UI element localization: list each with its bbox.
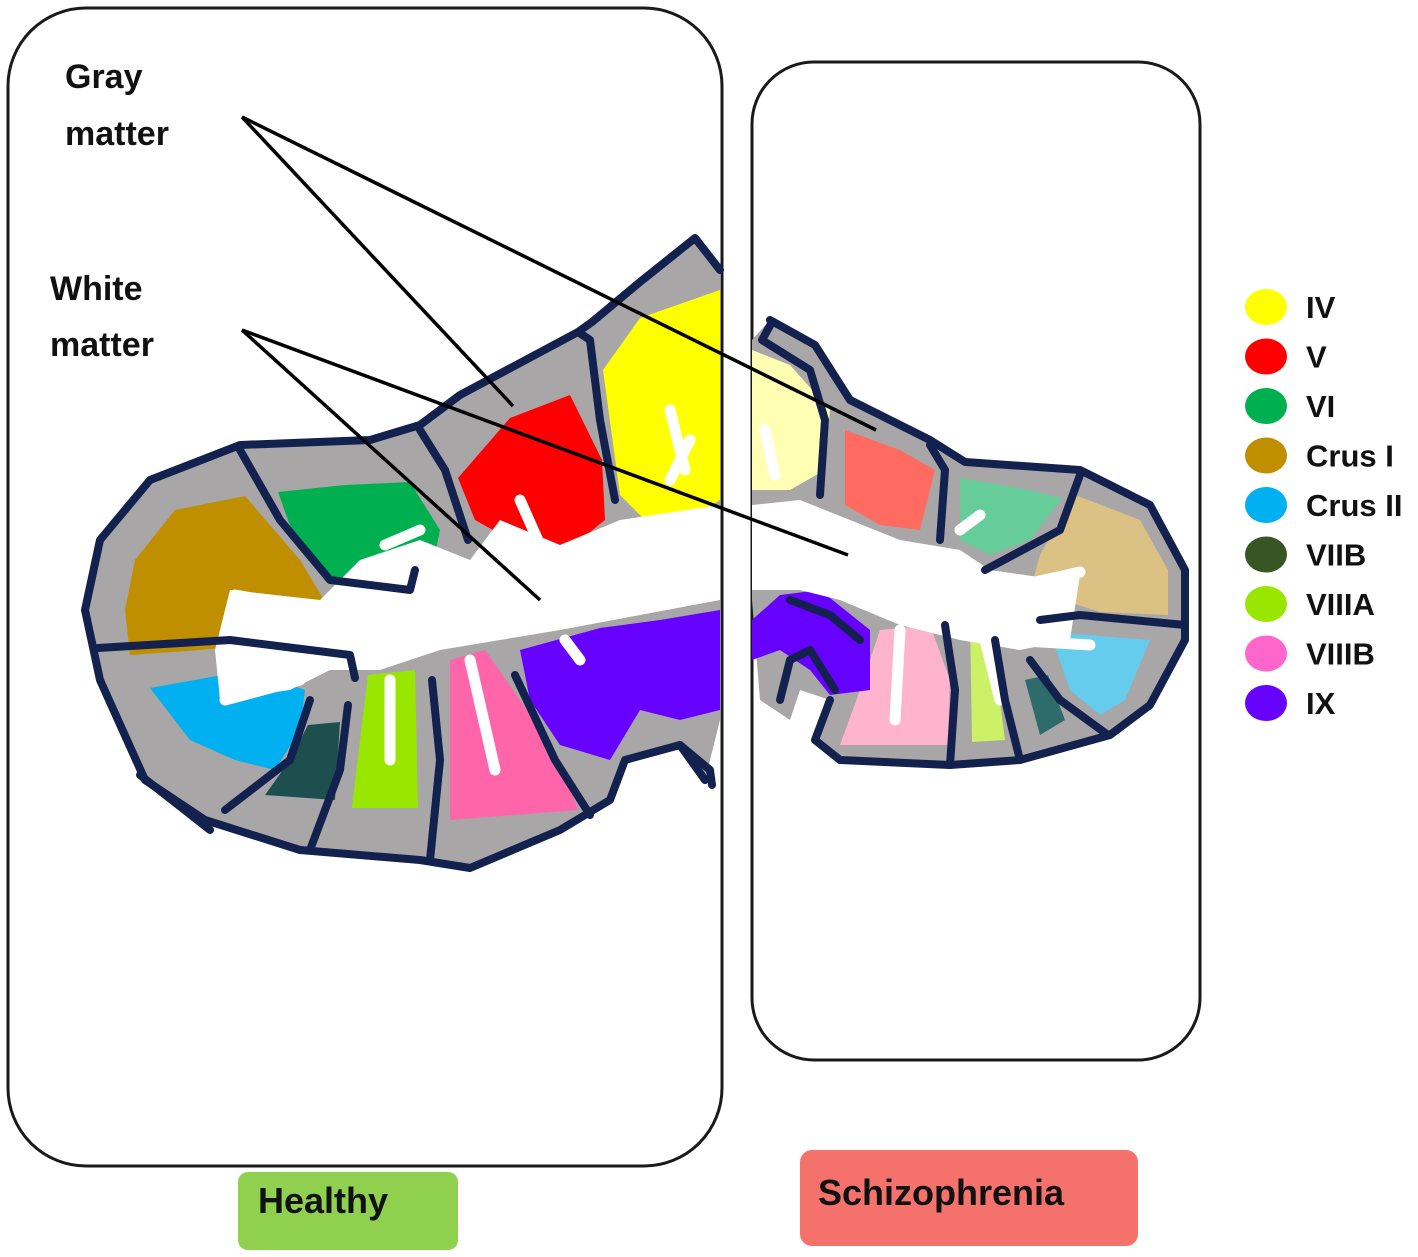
schizo-branch-4 bbox=[889, 624, 906, 726]
lobule-VI-schizo bbox=[960, 478, 1062, 555]
legend-swatch-crus-ii bbox=[1245, 487, 1287, 523]
legend-swatch-viiia bbox=[1245, 586, 1287, 622]
legend-swatch-ix bbox=[1245, 685, 1287, 721]
schizophrenia-badge bbox=[800, 1150, 1138, 1246]
schizo-branch-2 bbox=[954, 509, 986, 536]
legend-label-crus-ii: Crus II bbox=[1306, 488, 1402, 523]
legend-swatch-viib bbox=[1245, 536, 1287, 573]
lobule-VIIIA-schizo bbox=[970, 620, 1005, 742]
healthy-badge-text: Healthy bbox=[258, 1180, 388, 1221]
schizo-white-matter bbox=[752, 500, 1080, 650]
legend-label-viib: VIIB bbox=[1306, 538, 1366, 573]
healthy-branch-8 bbox=[559, 634, 586, 666]
healthy-fissure-1 bbox=[574, 328, 619, 504]
healthy-branch-3 bbox=[379, 524, 446, 566]
lobule-IV-healthy bbox=[603, 290, 720, 520]
legend-label-viiib: VIIIB bbox=[1306, 637, 1375, 672]
gray-matter-label-line1: Gray bbox=[65, 58, 143, 96]
healthy-branch-4 bbox=[514, 494, 546, 551]
healthy-branch-1 bbox=[229, 589, 326, 616]
schizo-fissure-8 bbox=[776, 646, 839, 704]
legend-swatch-vi bbox=[1245, 388, 1287, 424]
schizo-fissure-3 bbox=[981, 471, 1084, 574]
legend-label-v: V bbox=[1306, 340, 1327, 375]
healthy-fissure-7 bbox=[426, 676, 444, 864]
healthy-fissure-8 bbox=[511, 671, 594, 819]
lobule-VIIB-schizo bbox=[1025, 675, 1065, 735]
legend-swatch-v bbox=[1245, 338, 1287, 375]
healthy-branch-7 bbox=[464, 654, 501, 776]
healthy-fissure-9 bbox=[676, 741, 716, 789]
white-matter-pointer-right bbox=[241, 328, 849, 557]
lobule-IX-schizo bbox=[752, 590, 870, 695]
schizophrenia-cerebellum bbox=[752, 316, 1189, 769]
schizophrenia-badge-text: Schizophrenia bbox=[818, 1172, 1065, 1213]
healthy-cerebellum bbox=[81, 234, 724, 872]
crus-II-healthy bbox=[150, 670, 305, 770]
schizo-fissure-6 bbox=[991, 636, 1024, 764]
schizo-fissure-7 bbox=[941, 621, 959, 769]
schizo-fissure-2 bbox=[926, 441, 949, 544]
lobule-VIIB-healthy bbox=[265, 722, 340, 800]
white-matter-label-line1: White bbox=[50, 270, 143, 308]
pointer-lines bbox=[240, 115, 877, 602]
lobule-V-schizo bbox=[845, 430, 935, 530]
schizo-outline bbox=[766, 316, 1189, 769]
gray-matter-label-line2: matter bbox=[65, 115, 169, 153]
gray-matter-pointer-right bbox=[241, 115, 877, 432]
schizo-branch-1 bbox=[759, 424, 781, 481]
legend-label-ix: IX bbox=[1306, 686, 1336, 721]
legend-label-crus-i: Crus I bbox=[1306, 439, 1394, 474]
lobule-V-healthy bbox=[458, 395, 605, 548]
white-matter-label-line2: matter bbox=[50, 326, 154, 364]
healthy-panel-frame bbox=[6, 6, 724, 1168]
schizo-fissure-4 bbox=[1036, 611, 1189, 629]
schizo-fissure-1 bbox=[758, 318, 829, 499]
legend-label-vi: VI bbox=[1306, 389, 1335, 424]
legend-swatch-viiib bbox=[1245, 635, 1287, 672]
white-matter-pointer-left bbox=[240, 328, 542, 602]
crus-II-schizo bbox=[1050, 632, 1150, 715]
healthy-fissure-5 bbox=[136, 696, 314, 834]
schizo-fissure-9 bbox=[786, 596, 864, 644]
gray-matter-pointer-left bbox=[240, 115, 515, 408]
legend-swatch-iv bbox=[1245, 289, 1287, 325]
healthy-badge bbox=[238, 1172, 458, 1250]
healthy-fissure-4 bbox=[94, 636, 359, 682]
healthy-fissure-2 bbox=[416, 426, 472, 544]
schizo-branch-5 bbox=[979, 634, 1006, 706]
schizo-fissure-5 bbox=[1026, 656, 1112, 739]
legend-label-iv: IV bbox=[1306, 290, 1336, 325]
healthy-fissure-6 bbox=[306, 701, 352, 854]
healthy-branch-5 bbox=[664, 404, 696, 486]
healthy-outline bbox=[81, 234, 724, 872]
healthy-fissure-3 bbox=[236, 446, 419, 594]
legend-label-viiia: VIIIA bbox=[1306, 587, 1375, 622]
schizo-branch-3 bbox=[994, 566, 1096, 651]
healthy-branch-2 bbox=[219, 674, 306, 706]
legend-swatch-crus-i bbox=[1245, 437, 1287, 474]
legend: IV V VI Crus I Crus II VIIB VIIIA VIIIB IX bbox=[1245, 289, 1402, 721]
